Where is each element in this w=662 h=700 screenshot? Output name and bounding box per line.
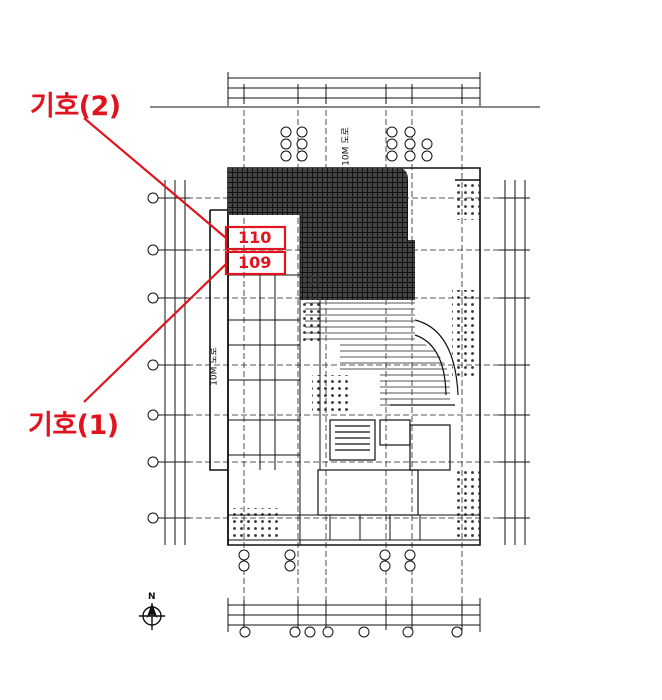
stair-core (317, 419, 451, 516)
grid-bubbles (147, 126, 463, 638)
north-letter: N (148, 592, 156, 602)
landscape-patches (228, 180, 480, 540)
right-dimension-lines (498, 180, 530, 545)
left-dimension-lines (158, 180, 190, 545)
bottom-strip (228, 514, 480, 541)
top-dimension-lines (150, 72, 540, 108)
callout-label-1: 기호(1) (28, 410, 119, 441)
bottom-dimension-lines (227, 598, 481, 632)
room-label-109: 109 (238, 253, 272, 272)
road-label-top: 10M 도로 (341, 127, 352, 166)
roof-hatch (228, 168, 450, 410)
room-label-110: 110 (238, 228, 272, 247)
curved-wall (390, 319, 459, 406)
callout-leader-lines (83, 117, 227, 403)
room-109-highlight (224, 250, 287, 276)
room-110-highlight (224, 225, 287, 251)
north-arrow-icon (139, 602, 165, 630)
road-label-left: 10M 도로 (209, 347, 220, 386)
callout-label-2: 기호(2) (30, 91, 121, 122)
